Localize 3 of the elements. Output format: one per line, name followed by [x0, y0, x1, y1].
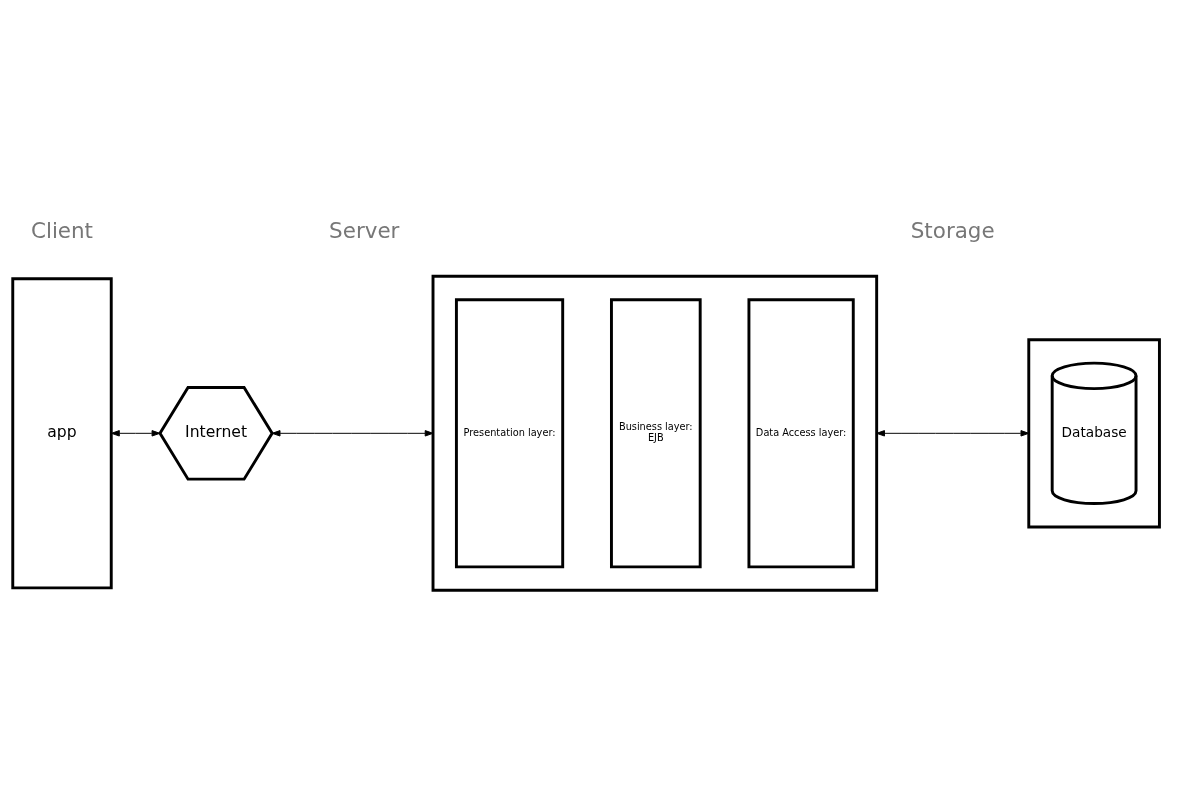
label: Server [329, 217, 400, 243]
label: Client [30, 217, 94, 243]
label: Storage [910, 217, 995, 243]
